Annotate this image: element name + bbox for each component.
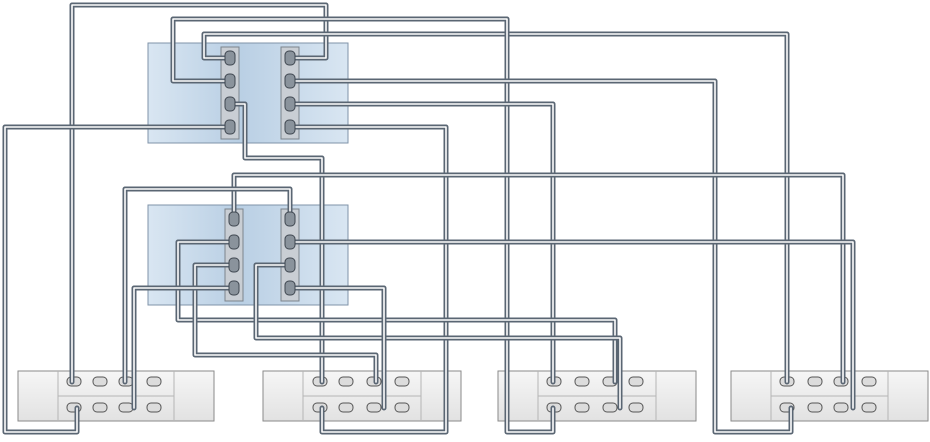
controller-port <box>228 257 240 273</box>
controller-port <box>284 50 296 66</box>
cable-core <box>203 33 788 383</box>
cable <box>170 16 556 435</box>
controller-port <box>224 73 236 89</box>
controller-port <box>284 211 296 227</box>
controller-port <box>224 50 236 66</box>
controller-port <box>284 234 296 250</box>
cable <box>175 239 618 385</box>
cable-core <box>229 103 323 383</box>
cable <box>69 2 329 385</box>
disk-shelf-3 <box>497 370 697 422</box>
controller-port <box>228 211 240 227</box>
cable-core <box>289 287 385 409</box>
disk-shelf-1 <box>17 370 215 422</box>
controller-port <box>284 280 296 296</box>
cable <box>2 124 233 435</box>
controller-port <box>228 280 240 296</box>
cable <box>192 262 379 385</box>
cable <box>290 124 449 435</box>
cable-core <box>177 241 616 383</box>
controller-port <box>284 73 296 89</box>
cable-core <box>172 18 554 433</box>
cable <box>201 31 790 385</box>
cable <box>253 262 623 411</box>
cable-core <box>71 4 327 383</box>
controller-port <box>284 119 296 135</box>
ports <box>224 50 296 296</box>
cable-core <box>292 103 554 383</box>
cable-core <box>292 80 792 433</box>
controller-port <box>284 257 296 273</box>
cables <box>2 2 856 435</box>
controller-1-card-a <box>220 46 240 140</box>
cable-core <box>233 174 844 383</box>
cable <box>287 239 856 411</box>
cable <box>287 285 387 411</box>
controller-port <box>284 96 296 112</box>
cable-core <box>292 126 447 433</box>
cable-core <box>4 126 231 433</box>
cable <box>122 186 293 385</box>
cable <box>227 101 325 385</box>
cable-core <box>289 241 854 409</box>
controller-1-card-b <box>280 46 300 140</box>
cable-core <box>255 264 621 409</box>
disk-shelf-4 <box>730 370 929 422</box>
cable-core <box>133 287 235 409</box>
cable-core <box>124 188 291 383</box>
cable <box>231 172 846 385</box>
controller-port <box>224 119 236 135</box>
cable <box>290 101 556 385</box>
cable <box>131 285 237 411</box>
cable <box>290 78 794 435</box>
cable-core <box>194 264 377 383</box>
disk-shelf-2 <box>262 370 462 422</box>
controller-port <box>228 234 240 250</box>
controller-port <box>224 96 236 112</box>
